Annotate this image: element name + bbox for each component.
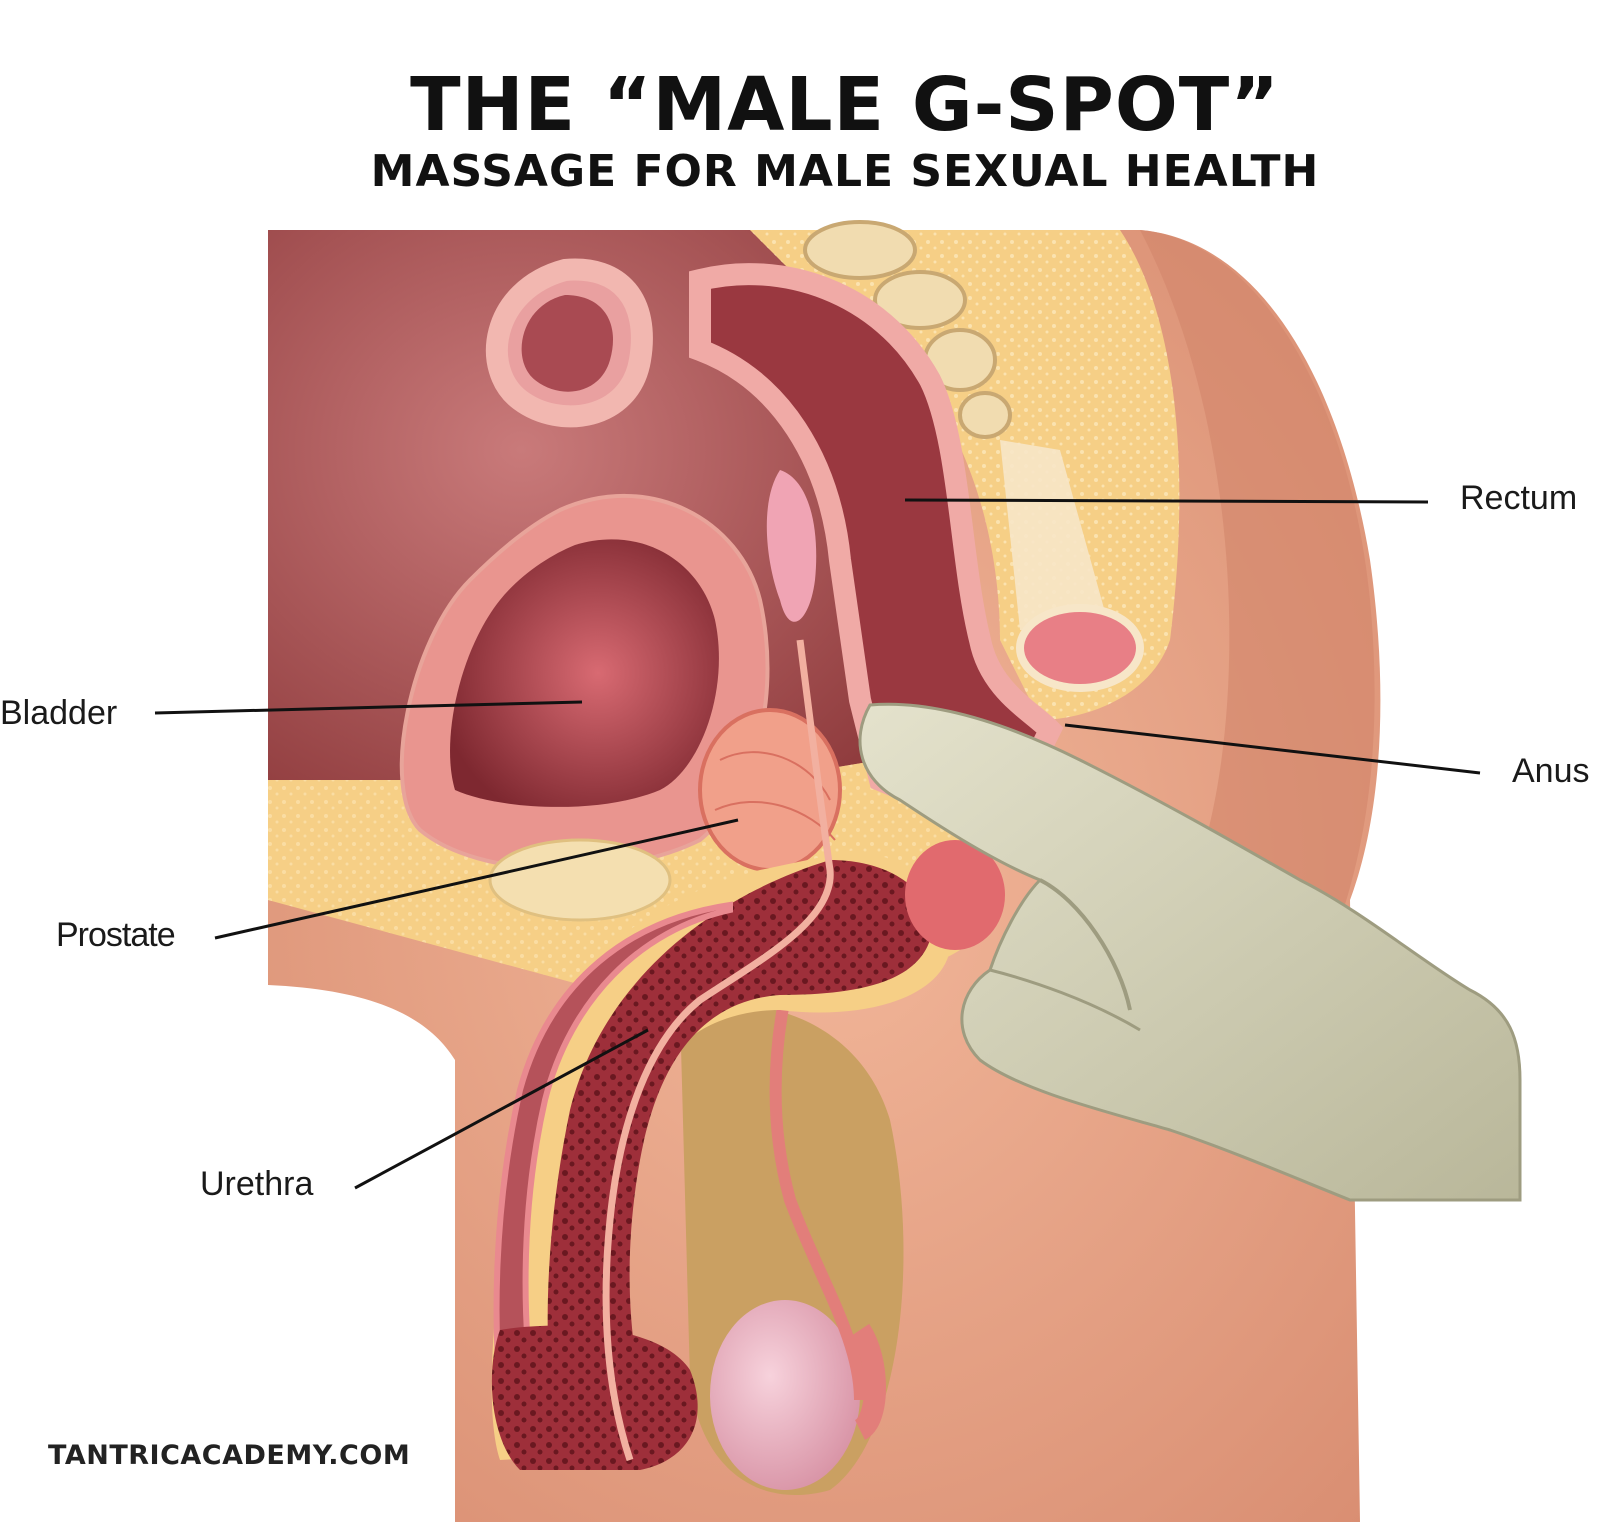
corpus-spongiosum bbox=[547, 860, 932, 1450]
diagram-title: THE “MALE G-SPOT” bbox=[410, 62, 1280, 148]
glans bbox=[491, 1325, 698, 1470]
vertebrae bbox=[803, 220, 1012, 439]
anus-label: Anus bbox=[1512, 752, 1590, 790]
pubic-bone bbox=[488, 838, 672, 922]
coccyx-ligament bbox=[1000, 440, 1110, 630]
prostate-label: Prostate bbox=[56, 916, 176, 954]
prostate-leader-line bbox=[214, 818, 739, 940]
seminal-vesicle bbox=[766, 470, 817, 622]
urethra-leader-line bbox=[354, 1028, 649, 1190]
buttock-shade bbox=[1140, 230, 1375, 920]
bladder-leader-line bbox=[154, 700, 583, 715]
urethra-label: Urethra bbox=[200, 1165, 314, 1203]
testis bbox=[710, 1300, 860, 1490]
gloved-hand bbox=[858, 702, 1522, 1202]
diagram-subtitle: MASSAGE FOR MALE SEXUAL HEALTH bbox=[370, 146, 1320, 197]
rectum bbox=[689, 263, 1064, 845]
website-footer: TANTRICACADEMY.COM bbox=[48, 1440, 411, 1471]
anus-leader-line bbox=[1064, 723, 1481, 775]
rectum-leader-line bbox=[904, 498, 1429, 504]
ischium bbox=[905, 840, 1005, 950]
anal-sphincter bbox=[1016, 604, 1144, 692]
rectum-label: Rectum bbox=[1460, 479, 1578, 517]
bladder-label: Bladder bbox=[0, 694, 118, 732]
bladder-lumen bbox=[450, 539, 719, 807]
urethra-tube bbox=[602, 639, 834, 1462]
